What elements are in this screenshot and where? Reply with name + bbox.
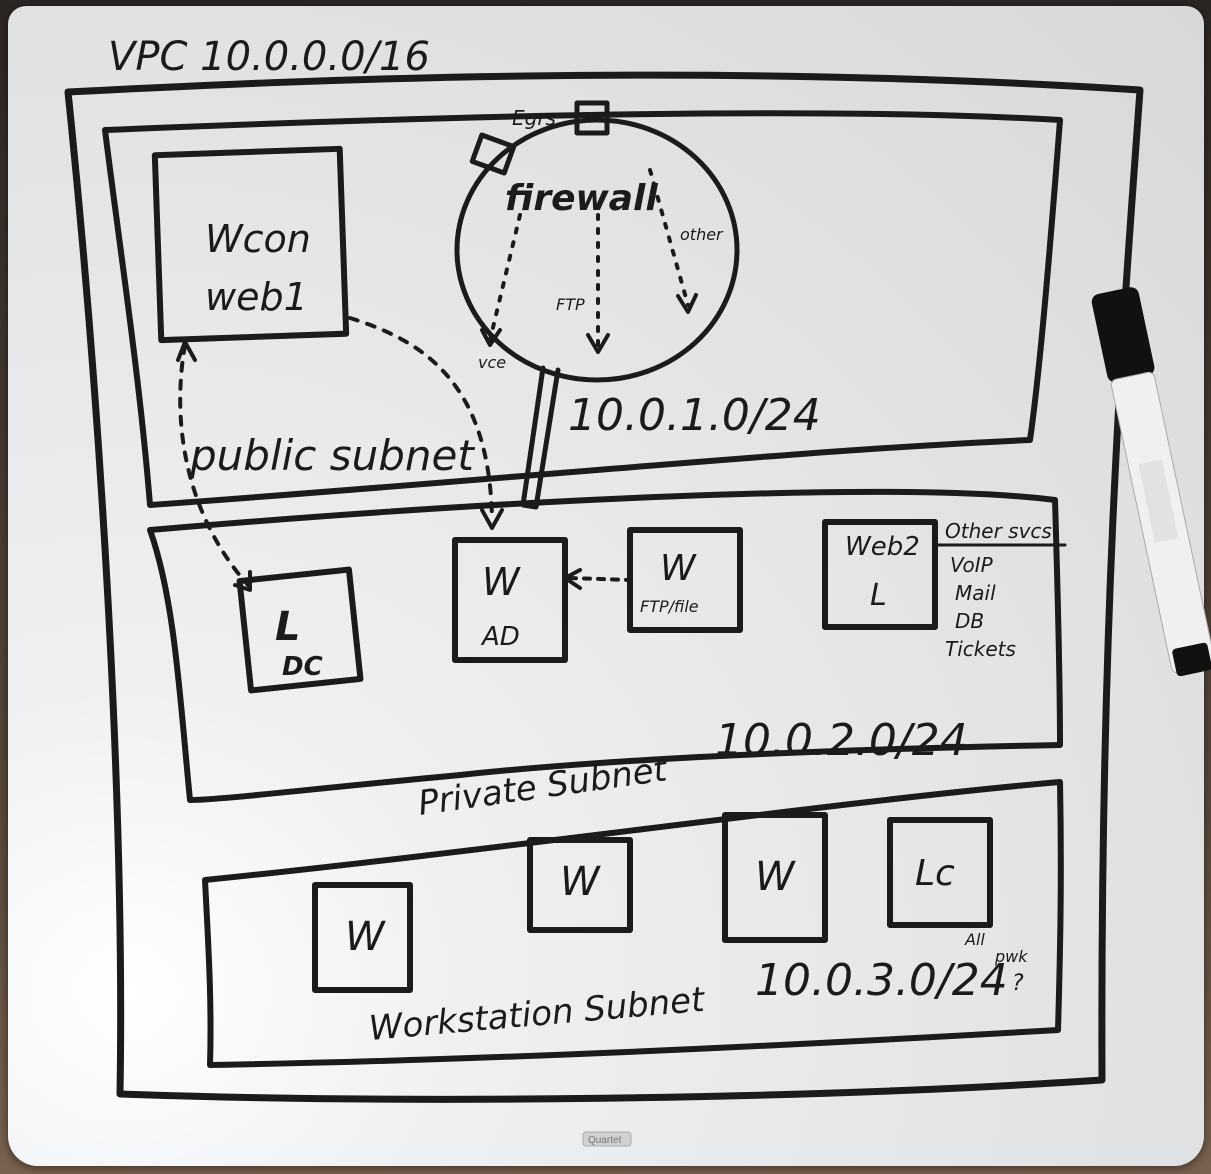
other-list-voip: VoIP xyxy=(950,553,994,577)
workstation-note-1: All xyxy=(964,930,985,949)
firewall-stem xyxy=(523,368,558,507)
workstation-note-3: ? xyxy=(1012,971,1024,996)
ad-label-line1: W xyxy=(482,560,521,604)
web2-label-line1: Web2 xyxy=(845,532,920,562)
dc-label-line1: L xyxy=(275,604,301,650)
workstation-note-2: pwk xyxy=(994,947,1028,966)
other-list-mail: Mail xyxy=(955,581,996,605)
workstation-box-1-label: W xyxy=(345,914,386,960)
firewall-port-vce: vce xyxy=(478,353,506,372)
other-list-title: Other svcs xyxy=(945,519,1052,543)
workstation-subnet-label: Workstation Subnet xyxy=(367,980,707,1049)
vpc-label: VPC 10.0.0.0/16 xyxy=(108,34,430,80)
private-subnet-cidr: 10.0.2.0/24 xyxy=(715,715,968,766)
workstation-subnet-cidr: 10.0.3.0/24 xyxy=(755,955,1008,1006)
public-subnet-label: public subnet xyxy=(189,431,475,480)
private-subnet-label: Private Subnet xyxy=(416,749,671,824)
public-subnet-cidr: 10.0.1.0/24 xyxy=(568,390,821,441)
other-list-db: DB xyxy=(955,609,984,633)
workstation-box-2-label: W xyxy=(560,859,601,905)
brand-label: Quartet xyxy=(588,1135,622,1146)
firewall-port-other: other xyxy=(680,225,724,244)
ftp-file-label-line1: W xyxy=(660,548,697,589)
firewall-label: firewall xyxy=(505,178,658,219)
workstation-box-4-label: Lc xyxy=(915,853,955,894)
web2-label-line2: L xyxy=(870,578,887,613)
ad-label-line2: AD xyxy=(480,622,520,652)
workstation-box-3-label: W xyxy=(755,854,796,900)
web1-label-line2: web1 xyxy=(205,275,308,319)
firewall-egress-label: Egrs xyxy=(512,106,556,130)
arrowhead-web1 xyxy=(178,342,195,360)
dc-label-line2: DC xyxy=(282,652,323,682)
other-list-tickets: Tickets xyxy=(945,637,1016,661)
web1-label-line1: Wcon xyxy=(205,217,311,261)
ftp-file-label-line2: FTP/file xyxy=(640,597,699,616)
firewall-arrow-vce xyxy=(490,215,520,340)
firewall-port-left xyxy=(472,135,514,173)
firewall-port-ftp: FTP xyxy=(556,295,585,314)
connector-ad-ftp xyxy=(570,578,630,580)
